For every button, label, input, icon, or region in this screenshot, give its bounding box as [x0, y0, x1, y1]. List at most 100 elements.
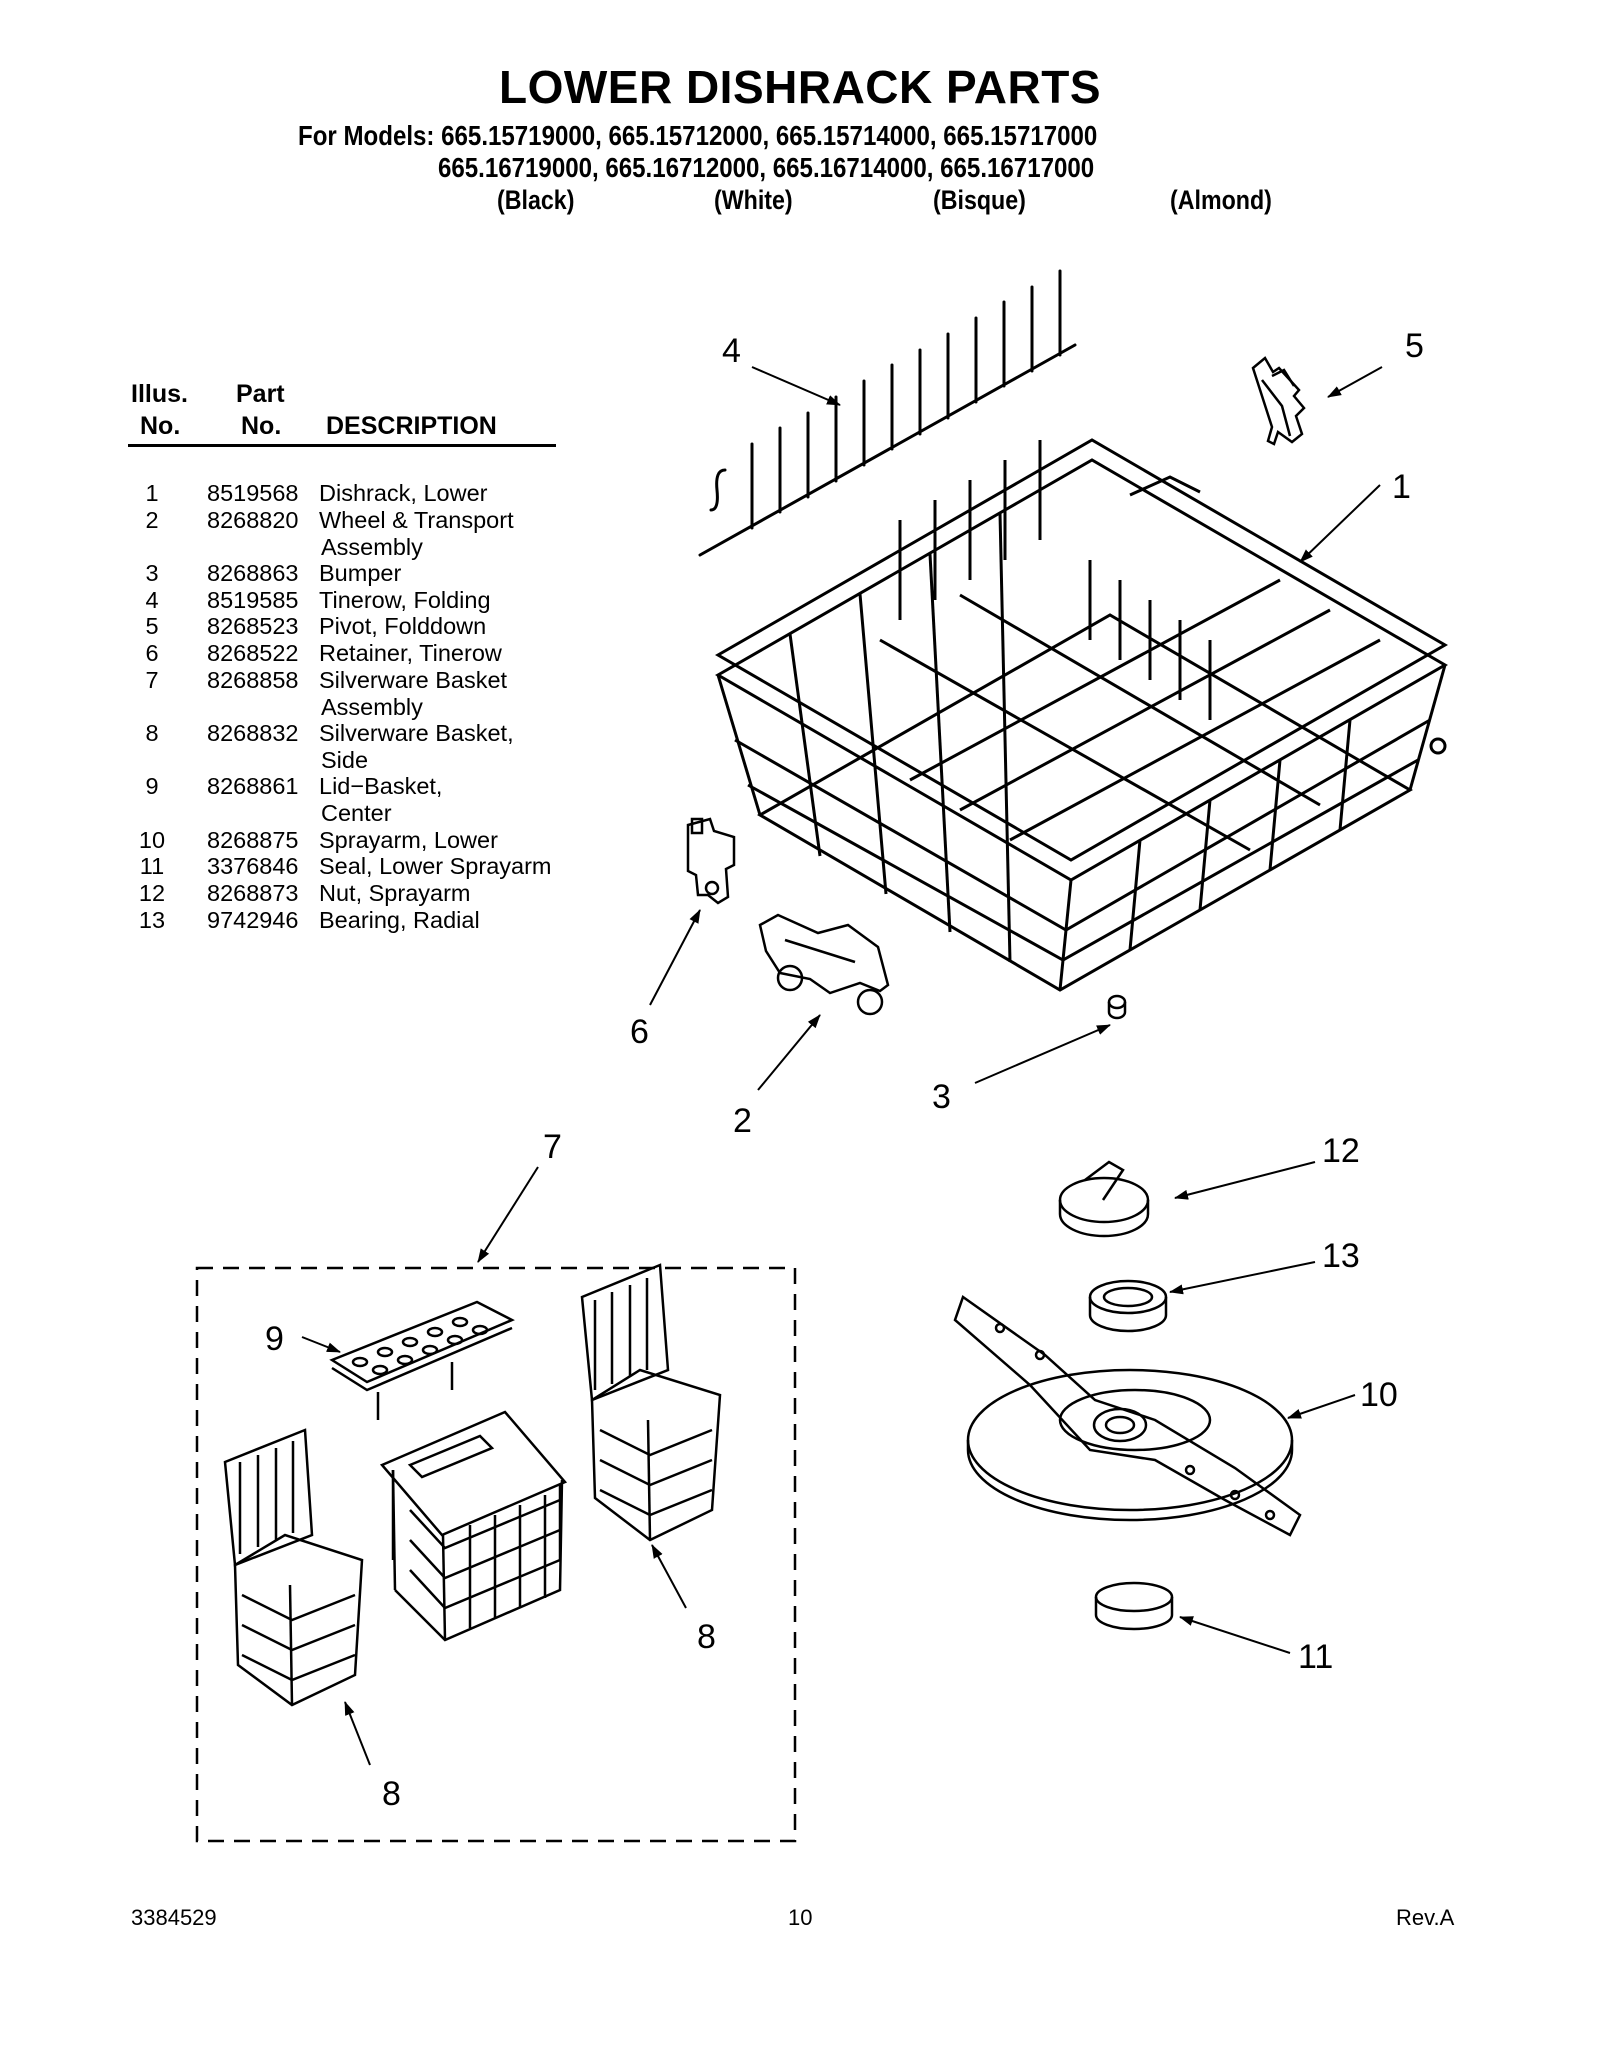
callout-11: 11: [1298, 1638, 1333, 1676]
illus-no: 12: [138, 880, 166, 906]
illus-no: 3: [145, 560, 159, 586]
illus-no: 1: [145, 480, 159, 506]
part-description-line-1: Tinerow, Folding: [319, 587, 491, 613]
side-basket-right-drawing: [580, 1263, 722, 1542]
part-description-line-2: Side: [321, 746, 369, 773]
part-number: 8519585: [207, 587, 299, 613]
callout-4: 4: [722, 332, 741, 370]
header-illus: Illus.: [131, 380, 188, 408]
header-part: Part: [236, 380, 285, 408]
part-description-line-1: Silverware Basket,: [319, 720, 514, 746]
illus-no: 8: [145, 720, 159, 746]
part-description-line-1: Silverware Basket: [319, 667, 508, 693]
part-number: 8268832: [207, 720, 299, 746]
callout-3: 3: [932, 1078, 951, 1116]
doc-number: 3384529: [131, 1905, 217, 1930]
part-description-line-1: Retainer, Tinerow: [319, 640, 502, 666]
part-description: Pivot, Folddown: [319, 613, 649, 640]
part-number: 8268523: [207, 613, 299, 639]
illus-no: 7: [145, 667, 159, 693]
callout-6: 6: [630, 1013, 649, 1051]
part-number: 8268863: [207, 560, 299, 586]
callout-5: 5: [1405, 327, 1424, 365]
part-description-line-1: Wheel & Transport: [319, 507, 514, 533]
sprayarm-drawing: [953, 1295, 1302, 1537]
part-description-line-1: Pivot, Folddown: [319, 613, 487, 639]
part-description-line-1: Sprayarm, Lower: [319, 827, 498, 853]
part-number: 8268522: [207, 640, 299, 666]
color-white: (White): [714, 185, 793, 215]
illus-no: 9: [145, 773, 159, 799]
part-description-line-2: Center: [321, 799, 392, 826]
part-number: 8268873: [207, 880, 299, 906]
illus-no: 4: [145, 587, 159, 613]
part-number: 3376846: [207, 853, 299, 879]
page-number: 10: [788, 1905, 813, 1930]
header-part-no: No.: [241, 412, 282, 440]
part-description: Bumper: [319, 560, 649, 587]
part-description: Dishrack, Lower: [319, 480, 649, 507]
part-description: Seal, Lower Sprayarm: [319, 853, 649, 880]
part-description-line-1: Lid−Basket,: [319, 773, 443, 799]
silverware-basket-assembly-box: [195, 1266, 797, 1843]
callout-12: 12: [1322, 1132, 1360, 1170]
revision: Rev.A: [1396, 1905, 1455, 1930]
part-description-line-1: Seal, Lower Sprayarm: [319, 853, 552, 879]
part-description: Tinerow, Folding: [319, 587, 649, 614]
header-rule: [128, 444, 556, 447]
callout-9: 9: [265, 1320, 284, 1358]
radial-bearing-drawing: [1088, 1279, 1168, 1333]
pivot-drawing: [1251, 356, 1306, 446]
page-title: LOWER DISHRACK PARTS: [498, 61, 1102, 113]
part-number: 9742946: [207, 907, 299, 933]
callout-10: 10: [1360, 1376, 1398, 1414]
models-line-1: For Models: 665.15719000, 665.15712000, …: [298, 120, 1098, 151]
callout-2: 2: [733, 1102, 752, 1140]
part-description: Sprayarm, Lower: [319, 827, 649, 854]
part-number: 8519568: [207, 480, 299, 506]
callout-7: 7: [543, 1128, 562, 1166]
part-description: Nut, Sprayarm: [319, 880, 649, 907]
retainer-drawing: [686, 817, 736, 905]
header-description: DESCRIPTION: [326, 412, 497, 440]
models-line-2: 665.16719000, 665.16712000, 665.16714000…: [438, 152, 1095, 183]
center-basket-drawing: [379, 1410, 568, 1642]
illus-no: 6: [145, 640, 159, 666]
part-number: 8268820: [207, 507, 299, 533]
leader-lines: [301, 366, 1383, 1766]
part-description: Lid−Basket,Center: [319, 773, 649, 826]
part-description: Silverware Basket,Side: [319, 720, 649, 773]
illus-no: 13: [138, 907, 166, 933]
illus-no: 2: [145, 507, 159, 533]
callout-13: 13: [1322, 1237, 1360, 1275]
part-description-line-2: Assembly: [321, 693, 423, 720]
part-description-line-1: Bearing, Radial: [319, 907, 480, 933]
part-description: Retainer, Tinerow: [319, 640, 649, 667]
color-almond: (Almond): [1170, 185, 1272, 215]
bumper-drawing: [1107, 994, 1127, 1020]
illus-no: 5: [145, 613, 159, 639]
tinerow-drawing: [698, 269, 1077, 557]
illus-no: 11: [139, 853, 165, 879]
part-description-line-1: Nut, Sprayarm: [319, 880, 471, 906]
callout-1: 1: [1392, 468, 1411, 506]
part-number: 8268861: [207, 773, 299, 799]
part-description-line-2: Assembly: [321, 533, 423, 560]
part-description: Bearing, Radial: [319, 907, 649, 934]
color-bisque: (Bisque): [933, 185, 1026, 215]
wheel-transport-drawing: [758, 913, 890, 1016]
dishrack-drawing: [715, 438, 1448, 992]
part-number: 8268875: [207, 827, 299, 853]
part-number: 8268858: [207, 667, 299, 693]
sprayarm-nut-drawing: [1058, 1160, 1150, 1238]
sprayarm-seal-drawing: [1094, 1581, 1174, 1631]
callout-labels: 1 2 3 4 5 6 7 8 8 9 10 11 12 13: [265, 327, 1424, 1813]
part-description-line-1: Bumper: [319, 560, 402, 586]
color-black: (Black): [497, 185, 575, 215]
illus-no: 10: [138, 827, 166, 853]
callout-8-right: 8: [697, 1618, 716, 1656]
part-description-line-1: Dishrack, Lower: [319, 480, 488, 506]
